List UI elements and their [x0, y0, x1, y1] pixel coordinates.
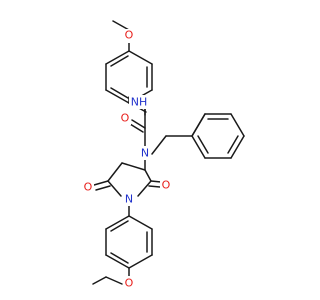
bond-ch2-ch3: [92, 276, 107, 285]
bond-c-o-1: [131, 119, 146, 129]
oxygen-methoxy-label: O: [125, 29, 134, 42]
succinimide-ring: [107, 162, 152, 197]
structure-drawing: O NH O N O N O O: [82, 20, 245, 290]
bond-co-right-1: [150, 180, 162, 183]
bond-co-right-2: [148, 185, 161, 188]
oxygen-ethoxy-label: O: [125, 277, 134, 290]
phenyl-ring: [191, 113, 245, 159]
nitrogen-ring-label: N: [125, 193, 133, 206]
ethoxyphenyl-ring: [105, 215, 153, 269]
molecule-diagram: O NH O N O N O O: [82, 20, 245, 290]
bond-co-left-2: [95, 185, 111, 191]
bond-o-ch2: [105, 276, 123, 285]
nh-label: NH: [131, 96, 148, 109]
nitrogen-urea-label: N: [141, 147, 149, 160]
oxygen-ring-right-label: O: [162, 179, 171, 192]
bond-co-left-1: [93, 180, 109, 186]
bond-o-methyl: [112, 20, 130, 31]
bond-n-ch2: [151, 135, 167, 155]
bond-c-o-2: [129, 123, 144, 133]
oxygen-urea-label: O: [121, 112, 130, 125]
oxygen-ring-left-label: O: [84, 181, 93, 194]
